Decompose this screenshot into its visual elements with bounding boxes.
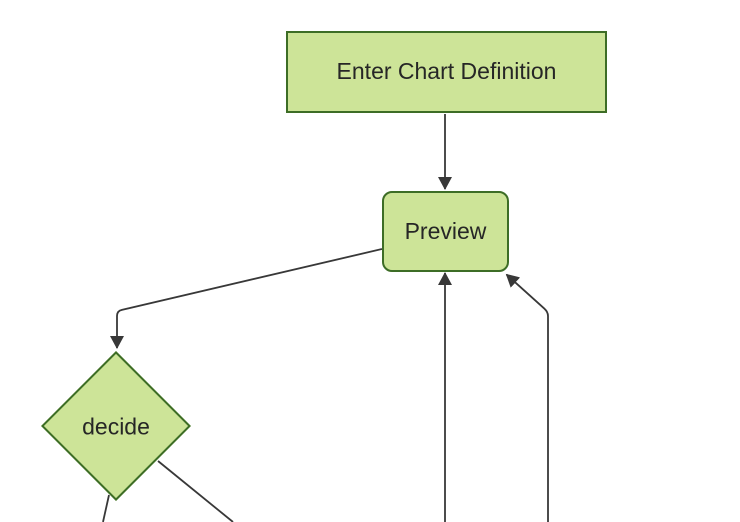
edge-decide-to-bottom-right — [157, 460, 234, 522]
node-preview-label: Preview — [404, 217, 487, 244]
edge-preview-to-decide — [110, 248, 383, 349]
edge-bottom-to-preview-corner — [505, 273, 549, 522]
node-enter-chart-definition: Enter Chart Definition — [286, 31, 607, 113]
node-preview: Preview — [382, 191, 509, 272]
node-enter-chart-definition-label: Enter Chart Definition — [336, 58, 557, 85]
edge-decide-to-bottom-left — [102, 494, 110, 522]
node-decide-label: decide — [82, 413, 150, 440]
